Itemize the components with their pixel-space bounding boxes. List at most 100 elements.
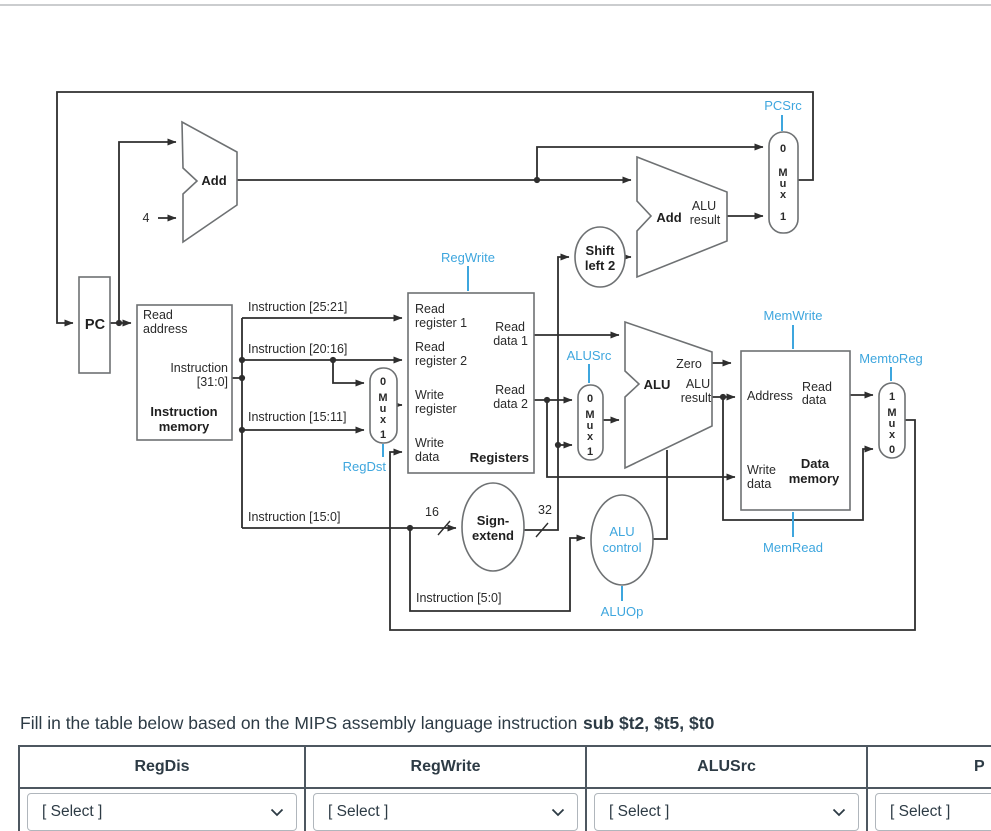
memtoreg-mux-x: x xyxy=(889,429,896,441)
wire-read-data-2-to-dmem xyxy=(546,400,736,481)
junction-dot xyxy=(406,524,414,532)
cell-regdis: [ Select ] xyxy=(18,787,306,831)
reg-read-reg2-line1: Read xyxy=(415,340,445,354)
dmem-name-line1: Data xyxy=(801,456,830,471)
select-regwrite[interactable]: [ Select ] xyxy=(313,793,578,831)
regdst-mux-x: x xyxy=(380,414,387,426)
reg-read-data2-line1: Read xyxy=(495,383,525,397)
select-regdis[interactable]: [ Select ] xyxy=(27,793,297,831)
alu-label: ALU xyxy=(644,377,671,392)
wire-pc-to-add xyxy=(118,138,177,323)
pcsrc-mux-0: 0 xyxy=(780,143,786,155)
reg-read-data2-line2: data 2 xyxy=(493,397,528,411)
data-memory-box xyxy=(740,350,851,511)
cell-p: [ Select ] xyxy=(866,787,991,831)
dmem-read-data-line1: Read xyxy=(802,380,832,394)
reg-read-reg1-line1: Read xyxy=(415,302,445,316)
alusrc-mux-0: 0 xyxy=(587,393,593,405)
datapath-wires xyxy=(56,91,916,631)
junction-dot xyxy=(329,356,337,364)
instr-15-0-label: Instruction [15:0] xyxy=(248,510,340,524)
shift-left-2-ellipse xyxy=(574,226,626,288)
reg-write-reg-line2: register xyxy=(415,402,457,416)
sign-extend-ellipse xyxy=(461,482,525,572)
regdst-label: RegDst xyxy=(343,459,387,474)
select-p[interactable]: [ Select ] xyxy=(875,793,991,831)
alu-result-line1: ALU xyxy=(686,377,710,391)
page-top-divider xyxy=(0,4,991,6)
memtoreg-mux-0: 0 xyxy=(889,444,895,456)
regwrite-label: RegWrite xyxy=(441,250,495,265)
pcsrc-mux-m: M xyxy=(778,167,787,179)
add-result-shape xyxy=(636,155,728,279)
shift-left-2-line2: left 2 xyxy=(585,258,615,273)
instr-15-11-label: Instruction [15:11] xyxy=(248,410,346,424)
dmem-write-data-line2: data xyxy=(747,477,771,491)
aluop-label: ALUOp xyxy=(601,604,644,619)
select-alusrc[interactable]: [ Select ] xyxy=(594,793,859,831)
wire-pc4-to-pcsrc-mux xyxy=(536,143,764,180)
reg-write-reg-line1: Write xyxy=(415,388,444,402)
bus-32-label: 32 xyxy=(538,503,552,517)
wire-instruction-bus xyxy=(232,318,243,528)
im-name-line1: Instruction xyxy=(150,404,217,419)
im-name-line2: memory xyxy=(159,419,210,434)
memtoreg-mux-m: M xyxy=(887,407,896,419)
instr-25-21-label: Instruction [25:21] xyxy=(248,300,347,314)
add-result-alu-label: ALU xyxy=(692,199,716,213)
bus-width-slash-32 xyxy=(535,522,549,538)
cell-regwrite: [ Select ] xyxy=(304,787,587,831)
reg-read-data1-line1: Read xyxy=(495,320,525,334)
junction-dot xyxy=(238,374,246,382)
pcsrc-mux-x: x xyxy=(780,189,787,201)
wire-writeback xyxy=(389,419,916,631)
instruction-memory-box xyxy=(136,304,233,441)
regdst-mux xyxy=(369,367,398,444)
add-result-result-label: result xyxy=(690,213,721,227)
reg-read-reg2-line2: register 2 xyxy=(415,354,467,368)
col-header-p: P xyxy=(866,745,991,789)
junction-dot xyxy=(238,356,246,364)
regdst-mux-u: u xyxy=(380,403,387,415)
cell-alusrc: [ Select ] xyxy=(585,787,868,831)
wire-instr-20-16-to-mux xyxy=(332,360,365,387)
memtoreg-label: MemtoReg xyxy=(859,351,923,366)
wire-sign-extend-out xyxy=(524,253,570,531)
memread-label: MemRead xyxy=(763,540,823,555)
memtoreg-mux-1: 1 xyxy=(889,391,895,403)
pcsrc-mux-1: 1 xyxy=(780,211,786,223)
im-address-label: address xyxy=(143,322,187,336)
reg-read-data1-line2: data 1 xyxy=(493,334,528,348)
reg-read-reg1-line2: register 1 xyxy=(415,316,467,330)
alusrc-mux-m: M xyxy=(585,409,594,421)
select-p-value: [ Select ] xyxy=(890,803,951,820)
im-instruction-label: Instruction xyxy=(170,361,228,375)
answer-table-wrap: RegDis RegWrite ALUSrc P [ Select ] xyxy=(0,745,991,831)
pc-label: PC xyxy=(85,317,106,333)
pc-box xyxy=(78,276,111,374)
pcsrc-label: PCSrc xyxy=(764,98,802,113)
junction-dot xyxy=(238,426,246,434)
select-regdis-value: [ Select ] xyxy=(42,803,103,820)
select-alusrc-value: [ Select ] xyxy=(609,803,670,820)
instr-5-0-label: Instruction [5:0] xyxy=(416,591,501,605)
pcsrc-mux-u: u xyxy=(780,178,787,190)
add-result-add-label: Add xyxy=(656,210,681,225)
control-signal-lines xyxy=(382,115,892,601)
question-text-plain: Fill in the table below based on the MIP… xyxy=(20,712,578,733)
wire-alu-result-bypass xyxy=(722,397,874,521)
alusrc-mux xyxy=(577,384,604,461)
answer-table: RegDis RegWrite ALUSrc P [ Select ] xyxy=(18,745,991,831)
junction-dot xyxy=(115,319,123,327)
dmem-read-data-line2: data xyxy=(802,393,826,407)
wire-alu-control-out xyxy=(653,450,668,540)
regdst-mux-1: 1 xyxy=(380,429,386,441)
reg-write-data-line1: Write xyxy=(415,436,444,450)
dmem-write-data-line1: Write xyxy=(747,463,776,477)
chevron-down-icon xyxy=(270,808,284,816)
const-4-label: 4 xyxy=(143,211,150,225)
alu-control-line1: ALU xyxy=(609,524,634,539)
mips-datapath-diagram: PC Add 4 Read address Instruction [31:0]… xyxy=(56,91,923,631)
instr-20-16-label: Instruction [20:16] xyxy=(248,342,347,356)
